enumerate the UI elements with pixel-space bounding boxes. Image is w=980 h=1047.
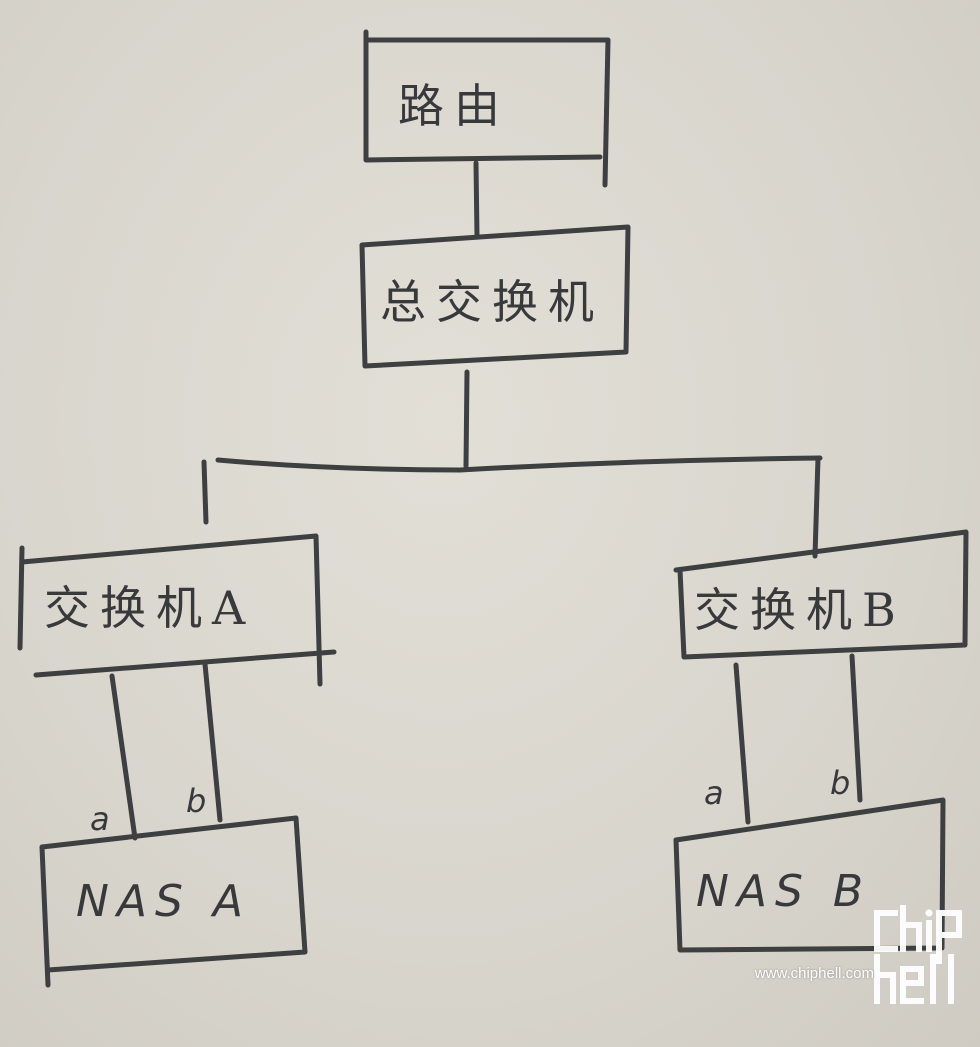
distribution-bus — [215, 455, 823, 473]
nas-a-label: NAS A — [76, 876, 252, 927]
watermark-url: www.chiphell.com — [754, 965, 874, 982]
nas-a-box — [39, 815, 308, 988]
router-core-link — [473, 160, 480, 240]
nas-b-port-a-label: a — [704, 774, 724, 812]
switch-a-nas-a-line-b — [202, 661, 223, 823]
nas-b-port-b-label: b — [830, 764, 851, 802]
core-switch-label: 总交换机 — [380, 275, 604, 329]
nas-a-port-b-label: b — [186, 782, 207, 820]
bus-switch-b-link — [812, 455, 821, 559]
switch-b-box — [673, 529, 969, 660]
switch-a-label: 交换机A — [44, 581, 256, 635]
switch-b-label: 交换机B — [694, 583, 906, 637]
switch-b-nas-b-line-a — [733, 662, 751, 825]
nas-b-label: NAS B — [696, 866, 872, 917]
core-trunk-link — [463, 369, 470, 469]
router-label: 路由 — [398, 79, 510, 133]
router-box — [363, 29, 611, 188]
watermark: www.chiphell.com — [736, 905, 966, 1025]
core-switch-box — [359, 224, 631, 369]
chiphell-logo — [874, 905, 962, 1004]
nas-a-port-a-label: a — [90, 800, 110, 838]
bus-switch-a-link — [201, 459, 209, 525]
switch-a-nas-a-line-a — [109, 673, 138, 841]
switch-a-box — [17, 533, 337, 687]
switch-b-nas-b-line-b — [849, 653, 863, 803]
